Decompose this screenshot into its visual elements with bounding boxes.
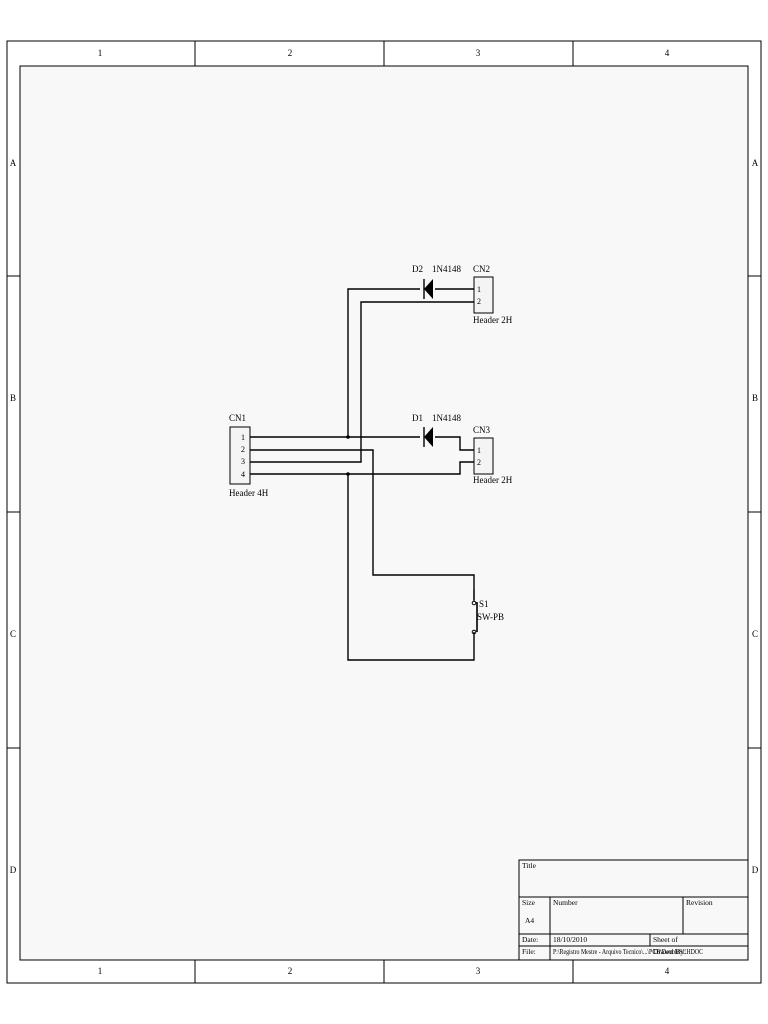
cn3-body — [473, 437, 494, 475]
d2-ref: D2 — [412, 264, 423, 274]
diode-d2: D2 1N4148 — [412, 264, 461, 299]
zone-row-b-left: B — [10, 393, 16, 403]
wire-d2-branch — [347, 288, 420, 437]
connector-cn3: CN3 Header 2H 1 2 — [473, 425, 513, 485]
zone-col-4-bottom: 4 — [665, 966, 670, 976]
file-value: P:\Registro Mestre - Arquivo Tecnico\...… — [553, 947, 703, 956]
title-block: Title Size A4 Number Revision Date: 18/1… — [518, 859, 749, 961]
s1-ref: S1 — [479, 599, 489, 609]
junction-dot — [346, 435, 350, 439]
size-label: Size — [522, 898, 536, 907]
zone-row-a-left: A — [10, 158, 17, 168]
title-block-frame — [518, 859, 749, 961]
cn3-pin-1: 1 — [477, 446, 481, 455]
wire-cn1-pin3 — [250, 301, 474, 463]
zone-col-3-bottom: 3 — [476, 966, 481, 976]
cn2-value: Header 2H — [473, 315, 513, 325]
revision-label: Revision — [686, 898, 713, 907]
s1-contact-top — [471, 600, 477, 606]
s1-value: SW-PB — [477, 612, 504, 622]
number-label: Number — [553, 898, 578, 907]
wire-cn1-pin4 — [250, 461, 474, 475]
zone-col-4-top: 4 — [665, 48, 670, 58]
cn1-pin-3: 3 — [241, 457, 245, 466]
drawn-by-label: Drawn By: — [653, 947, 686, 956]
zone-row-c-right: C — [752, 629, 758, 639]
cn2-ref: CN2 — [473, 264, 490, 274]
cn1-body — [229, 426, 251, 485]
title-label: Title — [522, 861, 537, 870]
wires — [250, 288, 475, 661]
junctions — [346, 435, 350, 476]
wire-sw-return — [347, 474, 475, 661]
d1-symbol — [424, 427, 433, 447]
zone-row-c-left: C — [10, 629, 16, 639]
switch-s1: S1 SW-PB — [471, 590, 504, 635]
d2-value: 1N4148 — [432, 264, 461, 274]
zone-col-1-bottom: 1 — [98, 966, 103, 976]
date-label: Date: — [522, 935, 538, 944]
sheet-border — [6, 40, 762, 984]
wire-d1-cn3 — [435, 436, 474, 451]
cn2-pin-2: 2 — [477, 297, 481, 306]
column-labels-top: 1 2 3 4 — [98, 48, 670, 58]
zone-row-d-right: D — [752, 865, 759, 875]
d1-ref: D1 — [412, 413, 423, 423]
cn3-pin-2: 2 — [477, 458, 481, 467]
cn1-pin-4: 4 — [241, 470, 245, 479]
column-labels-bottom: 1 2 3 4 — [98, 966, 670, 976]
junction-dot — [346, 472, 350, 476]
file-label: File: — [522, 947, 536, 956]
wire-cn1-pin2 — [250, 449, 475, 600]
zone-col-2-top: 2 — [288, 48, 293, 58]
diode-d1: D1 1N4148 — [412, 413, 461, 447]
cn1-pin-2: 2 — [241, 445, 245, 454]
cn2-body — [473, 276, 494, 314]
cn3-value: Header 2H — [473, 475, 513, 485]
cn1-pin-1: 1 — [241, 433, 245, 442]
zone-col-3-top: 3 — [476, 48, 481, 58]
cn2-pin-1: 1 — [477, 285, 481, 294]
zone-row-a-right: A — [752, 158, 759, 168]
cn1-value: Header 4H — [229, 488, 269, 498]
sheet-label: Sheet of — [653, 935, 678, 944]
row-labels-left: A B C D — [10, 158, 17, 875]
d2-symbol — [424, 279, 433, 299]
drawing-area — [20, 66, 748, 960]
connector-cn2: CN2 Header 2H 1 2 — [473, 264, 513, 325]
zone-row-b-right: B — [752, 393, 758, 403]
connector-cn1: CN1 Header 4H 1 2 3 4 — [229, 413, 269, 498]
d1-value: 1N4148 — [432, 413, 461, 423]
size-value: A4 — [525, 916, 534, 925]
cn3-ref: CN3 — [473, 425, 491, 435]
zone-row-d-left: D — [10, 865, 17, 875]
row-labels-right: A B C D — [752, 158, 759, 875]
s1-contact-bottom — [471, 629, 477, 635]
date-value: 18/10/2010 — [553, 935, 587, 944]
cn1-ref: CN1 — [229, 413, 246, 423]
zone-col-1-top: 1 — [98, 48, 103, 58]
zone-col-2-bottom: 2 — [288, 966, 293, 976]
